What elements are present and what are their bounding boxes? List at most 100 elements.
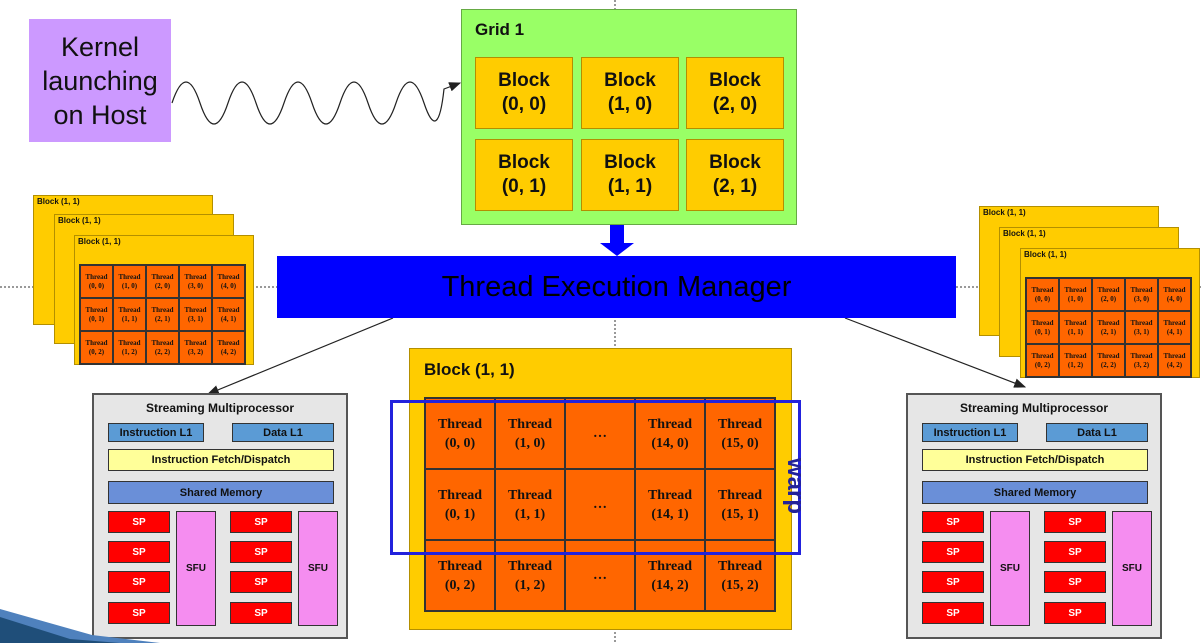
grid-to-manager-arrow-shaft bbox=[610, 223, 624, 245]
sp-unit: SP bbox=[1044, 511, 1106, 533]
thread-cell: Thread(3, 0) bbox=[179, 265, 212, 298]
sp-unit: SP bbox=[230, 602, 292, 624]
thread-index: (1, 2) bbox=[1067, 360, 1084, 369]
grid-block-0-1: Block (0, 1) bbox=[475, 139, 573, 211]
grid-1: Grid 1 Block (0, 0) Block (1, 0) Block (… bbox=[461, 9, 797, 225]
thread-index: (0, 0) bbox=[1034, 294, 1051, 303]
thread-index: (0, 0) bbox=[88, 281, 105, 290]
thread-index: (4, 1) bbox=[220, 314, 237, 323]
thread-cell: Thread(4, 0) bbox=[212, 265, 245, 298]
thread-label: Thread bbox=[507, 487, 553, 503]
thread-label: Thread bbox=[217, 272, 240, 281]
thread-label: … bbox=[593, 426, 607, 441]
sfu-unit: SFU bbox=[1112, 511, 1152, 626]
grid-block-0-0: Block (0, 0) bbox=[475, 57, 573, 129]
thread-label: Thread bbox=[1064, 285, 1087, 294]
thread-label: Thread bbox=[1163, 285, 1186, 294]
thread-cell: Thread(3, 2) bbox=[1125, 344, 1158, 377]
kernel-label-line-3: on Host bbox=[53, 99, 147, 130]
thread-cell: Thread(0, 0) bbox=[80, 265, 113, 298]
streaming-multiprocessor-left: Streaming Multiprocessor Instruction L1 … bbox=[92, 393, 348, 639]
thread-index: (1, 1) bbox=[514, 506, 546, 522]
stacked-thread-grid: Thread(0, 0)Thread(1, 0)Thread(2, 0)Thre… bbox=[1025, 277, 1192, 378]
thread-label: Thread bbox=[184, 272, 207, 281]
thread-label: … bbox=[593, 497, 607, 512]
kernel-launch-box: Kernel launching on Host bbox=[29, 19, 171, 142]
thread-index: (2, 2) bbox=[1100, 360, 1117, 369]
block-index: (1, 0) bbox=[607, 94, 653, 115]
stacked-block-title: Block (1, 1) bbox=[58, 216, 101, 225]
thread-cell: Thread(14, 1) bbox=[635, 469, 705, 540]
thread-cell: Thread(4, 1) bbox=[212, 298, 245, 331]
thread-label: Thread bbox=[1097, 318, 1120, 327]
thread-index: (2, 1) bbox=[1100, 327, 1117, 336]
stacked-block-title: Block (1, 1) bbox=[1003, 229, 1046, 238]
thread-cell: Thread (14, 2) bbox=[635, 540, 705, 611]
shared-memory: Shared Memory bbox=[922, 481, 1148, 504]
thread-cell: Thread(3, 1) bbox=[179, 298, 212, 331]
sp-unit: SP bbox=[1044, 602, 1106, 624]
thread-index: (1, 2) bbox=[121, 347, 138, 356]
sfu-unit: SFU bbox=[990, 511, 1030, 626]
thread-index: (15, 1) bbox=[721, 506, 759, 522]
thread-index: (14, 2) bbox=[651, 577, 689, 593]
thread-cell: Thread(2, 0) bbox=[1092, 278, 1125, 311]
thread-index: (3, 2) bbox=[187, 347, 204, 356]
block-label: Block bbox=[604, 70, 656, 91]
thread-cell: Thread(1, 2) bbox=[495, 540, 565, 611]
sp-unit: SP bbox=[108, 511, 170, 533]
thread-cell: Thread(2, 1) bbox=[1092, 311, 1125, 344]
thread-label: Thread bbox=[647, 416, 693, 432]
block-label: Block bbox=[709, 70, 761, 91]
thread-index: (2, 0) bbox=[154, 281, 171, 290]
thread-ellipsis-cell: … bbox=[565, 469, 635, 540]
stacked-block-front: Block (1, 1) Thread(0, 0)Thread(1, 0)Thr… bbox=[74, 235, 254, 365]
thread-cell: Thread(0, 2) bbox=[1026, 344, 1059, 377]
thread-cell: Thread(1, 1) bbox=[1059, 311, 1092, 344]
thread-index: (4, 0) bbox=[220, 281, 237, 290]
thread-label: Thread bbox=[437, 487, 483, 503]
thread-index: (2, 2) bbox=[154, 347, 171, 356]
thread-index: (15, 0) bbox=[721, 435, 759, 451]
thread-index: (0, 1) bbox=[444, 506, 476, 522]
kernel-launch-wave bbox=[171, 81, 462, 125]
sp-unit: SP bbox=[230, 541, 292, 563]
instruction-l1-cache: Instruction L1 bbox=[922, 423, 1018, 442]
thread-index: (4, 0) bbox=[1166, 294, 1183, 303]
thread-cell: Thread (15, 0) bbox=[705, 398, 775, 469]
thread-label: Thread bbox=[217, 305, 240, 314]
manager-to-left-sm-arrow bbox=[206, 317, 394, 395]
thread-label: Thread bbox=[1163, 351, 1186, 360]
thread-label: Thread bbox=[1031, 285, 1054, 294]
thread-label: Thread bbox=[717, 416, 763, 432]
sp-unit: SP bbox=[922, 571, 984, 593]
thread-cell: Thread (0, 1) bbox=[425, 469, 495, 540]
instruction-fetch-dispatch: Instruction Fetch/Dispatch bbox=[922, 449, 1148, 471]
thread-label: Thread bbox=[85, 272, 108, 281]
thread-cell: Thread(0, 2) bbox=[425, 540, 495, 611]
thread-index: (4, 2) bbox=[220, 347, 237, 356]
thread-cell: Thread(1, 2) bbox=[1059, 344, 1092, 377]
block-index: (0, 0) bbox=[501, 94, 547, 115]
sm-title: Streaming Multiprocessor bbox=[145, 401, 295, 415]
grid-title: Grid 1 bbox=[475, 20, 525, 39]
shared-memory: Shared Memory bbox=[108, 481, 334, 504]
thread-index: (0, 2) bbox=[444, 577, 476, 593]
sp-unit: SP bbox=[922, 602, 984, 624]
thread-index: (3, 2) bbox=[1133, 360, 1150, 369]
block-index: (2, 0) bbox=[712, 94, 758, 115]
thread-index: (4, 2) bbox=[1166, 360, 1183, 369]
thread-index: (1, 2) bbox=[514, 577, 546, 593]
thread-cell: Thread(1, 0) bbox=[113, 265, 146, 298]
thread-cell: Thread(4, 1) bbox=[1158, 311, 1191, 344]
center-block-title: Block (1, 1) bbox=[424, 360, 515, 379]
thread-index: (1, 0) bbox=[514, 435, 546, 451]
thread-index: (3, 1) bbox=[187, 314, 204, 323]
thread-label: Thread bbox=[118, 338, 141, 347]
thread-label: Thread bbox=[647, 558, 693, 574]
thread-index: (0, 0) bbox=[444, 435, 476, 451]
thread-index: (0, 2) bbox=[1034, 360, 1051, 369]
sp-unit: SP bbox=[108, 571, 170, 593]
thread-index: (14, 0) bbox=[651, 435, 689, 451]
block-index: (0, 1) bbox=[501, 176, 547, 197]
